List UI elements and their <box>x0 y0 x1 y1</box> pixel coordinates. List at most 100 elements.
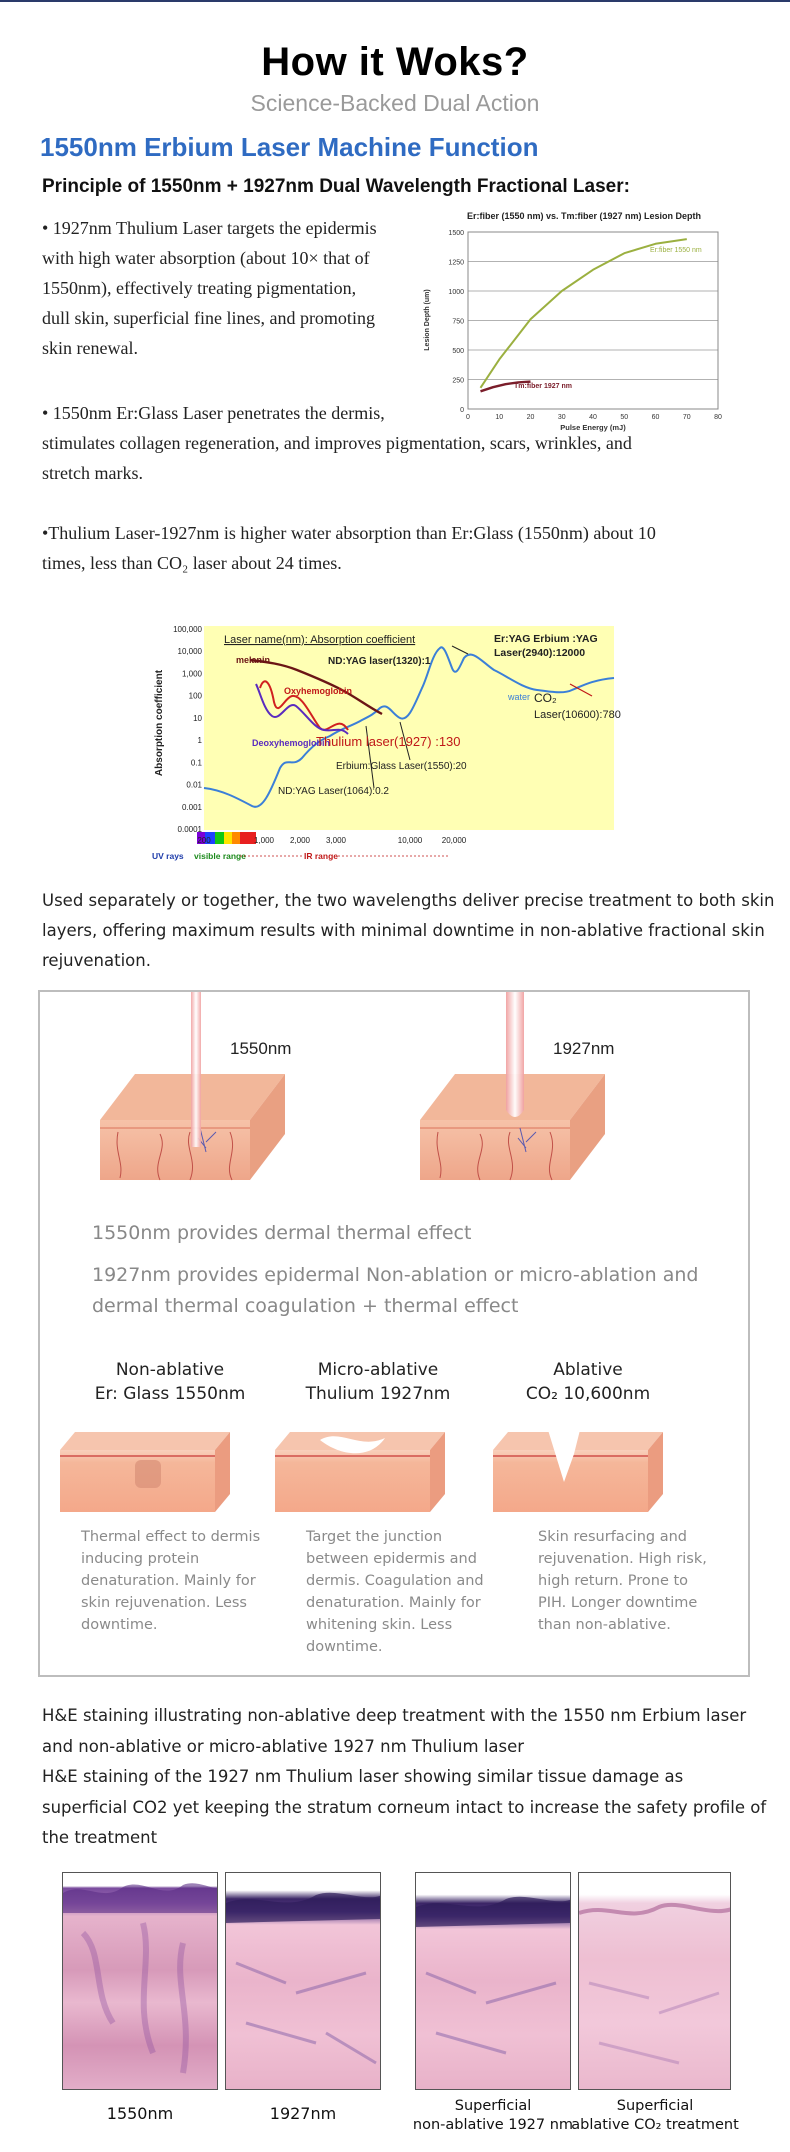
legend-tm-fiber: Tm:fiber 1927 nm <box>514 383 572 390</box>
caption-superficial-1927: Superficial non-ablative 1927 nm <box>412 2098 574 2133</box>
top-border <box>0 0 790 2</box>
series-er-fiber-line <box>479 238 687 389</box>
y-axis-label: Lesion Depth (um) <box>424 289 431 350</box>
histology-image-superficial-co2 <box>578 1872 731 2090</box>
anno-eryag-1: Er:YAG Erbium :YAG <box>494 633 598 645</box>
col-ablative-desc: Skin resurfacing and rejuvenation. High … <box>538 1529 707 1633</box>
absorption-x-tick: 2,000 <box>290 836 311 845</box>
col-nonablative-desc: Thermal effect to dermis inducing protei… <box>81 1529 261 1633</box>
absorption-title: Laser name(nm): Absorption coefficient <box>224 634 415 646</box>
spectrum-red <box>240 832 256 844</box>
legend-er-fiber: Er:fiber 1550 nm <box>650 247 702 254</box>
absorption-chart: 100,00010,0001,0001001010.10.010.0010.00… <box>152 625 621 861</box>
anno-ndyag1064: ND:YAG Laser(1064):0.2 <box>278 786 389 797</box>
anno-ndyag1320: ND:YAG laser(1320):1 <box>328 656 431 667</box>
erbium-glass-pointer <box>399 721 411 761</box>
absorption-y-tick: 100,000 <box>173 625 202 634</box>
beam-1550 <box>191 992 201 1147</box>
absorption-y-label: Absorption coefficient <box>154 669 165 776</box>
absorption-y-tick: 0.1 <box>191 758 203 767</box>
note-uv: UV rays <box>152 851 184 861</box>
oxyhemoglobin-curve <box>259 680 349 731</box>
x-tick-label: 30 <box>558 414 566 421</box>
anno-co2-1: CO₂ <box>534 691 557 705</box>
ndyag1064-pointer <box>365 725 375 789</box>
caption-1550: 1550nm <box>106 2104 174 2123</box>
beam-label-1927: 1927nm <box>553 1039 614 1058</box>
absorption-y-tick: 0.01 <box>186 781 202 790</box>
x-tick-label: 0 <box>466 414 470 421</box>
co2-pointer <box>569 683 593 697</box>
chart-plot-area <box>467 231 719 410</box>
col-nonablative-heading: Non-ablative Er: Glass 1550nm <box>94 1360 246 1404</box>
block-nonablative <box>60 1432 230 1512</box>
absorption-x-tick: 20,000 <box>442 836 467 845</box>
y-tick-label: 0 <box>460 407 464 414</box>
x-tick-label: 10 <box>495 414 503 421</box>
laser-diagram-frame <box>38 990 750 1677</box>
y-tick-label: 250 <box>452 378 464 385</box>
anno-co2-2: Laser(10600):780 <box>534 709 621 721</box>
col-microablative-desc: Target the junction between epidermis an… <box>306 1529 484 1655</box>
section-title: 1550nm Erbium Laser Machine Function <box>40 132 539 162</box>
label-water: water <box>507 692 530 702</box>
absorption-plot-bg <box>204 626 614 830</box>
ablation-blocks <box>60 1430 663 1512</box>
y-tick-label: 1000 <box>448 289 464 296</box>
spectrum-violet <box>197 832 205 844</box>
principle-heading: Principle of 1550nm + 1927nm Dual Wavele… <box>42 176 630 197</box>
absorption-x-tick: 200 <box>197 836 211 845</box>
chart-grid <box>468 231 718 410</box>
effect-1927-text: 1927nm provides epidermal Non-ablation o… <box>92 1264 699 1317</box>
anno-thulium: Thulium laser(1927) :130 <box>316 734 461 749</box>
absorption-y-tick: 0.001 <box>182 803 203 812</box>
y-tick-label: 1250 <box>448 260 464 267</box>
paragraph-erglass: • 1550nm Er:Glass Laser penetrates the d… <box>42 403 632 483</box>
x-tick-label: 60 <box>652 414 660 421</box>
paragraph-combined: Used separately or together, the two wav… <box>42 891 775 970</box>
anno-erbium-glass: Erbium:Glass Laser(1550):20 <box>336 761 467 772</box>
lesion-depth-chart: Er:fiber (1550 nm) vs. Tm:fiber (1927 nm… <box>424 211 722 432</box>
chart-series <box>479 238 687 393</box>
beam-1927 <box>506 992 524 1117</box>
spectrum-orange <box>232 832 240 844</box>
col-microablative-heading: Micro-ablative Thulium 1927nm <box>305 1360 451 1404</box>
water-curve <box>203 646 615 808</box>
histology-image-1550 <box>62 1872 218 2090</box>
absorption-x-tick: 3,000 <box>326 836 347 845</box>
label-deoxyhemoglobin: Deoxyhemoglobin <box>252 738 330 748</box>
paragraph-thulium: • 1927nm Thulium Laser targets the epide… <box>42 218 377 358</box>
absorption-y-tick: 1,000 <box>182 669 203 678</box>
note-ir: IR range <box>304 851 338 861</box>
spectrum-yellow <box>224 832 232 844</box>
deoxyhemoglobin-curve <box>255 683 349 735</box>
block-microablative <box>275 1432 445 1512</box>
paragraph-comparison: •Thulium Laser-1927nm is higher water ab… <box>42 523 656 573</box>
col-ablative-heading: Ablative CO₂ 10,600nm <box>525 1360 651 1404</box>
effect-1550-text: 1550nm provides dermal thermal effect <box>92 1222 472 1244</box>
paragraph-he-staining: H&E staining illustrating non-ablative d… <box>42 1706 767 1847</box>
absorption-y-tick: 0.0001 <box>178 825 203 834</box>
y-tick-label: 500 <box>452 348 464 355</box>
note-visible: visible range <box>194 851 246 861</box>
x-tick-label: 20 <box>527 414 535 421</box>
x-tick-label: 50 <box>620 414 628 421</box>
absorption-y-ticks: 100,00010,0001,0001001010.10.010.0010.00… <box>173 625 202 834</box>
histology-image-1927 <box>225 1872 381 2090</box>
spectrum-blue <box>205 832 215 844</box>
absorption-x-tick: 1,000 <box>254 836 275 845</box>
anno-eryag-2: Laser(2940):12000 <box>494 647 585 659</box>
absorption-y-tick: 1 <box>198 736 203 745</box>
melanin-curve <box>249 658 383 716</box>
absorption-y-tick: 10,000 <box>178 647 203 656</box>
er-yag-pointer <box>451 645 469 655</box>
y-tick-label: 750 <box>452 319 464 326</box>
chart-title: Er:fiber (1550 nm) vs. Tm:fiber (1927 nm… <box>467 211 701 221</box>
beam-diagram: 1550nm 1927nm <box>100 992 614 1181</box>
spectrum-green <box>215 832 224 844</box>
block-ablative <box>493 1430 663 1512</box>
x-tick-label: 70 <box>683 414 691 421</box>
page-title: How it Woks? <box>261 40 529 84</box>
